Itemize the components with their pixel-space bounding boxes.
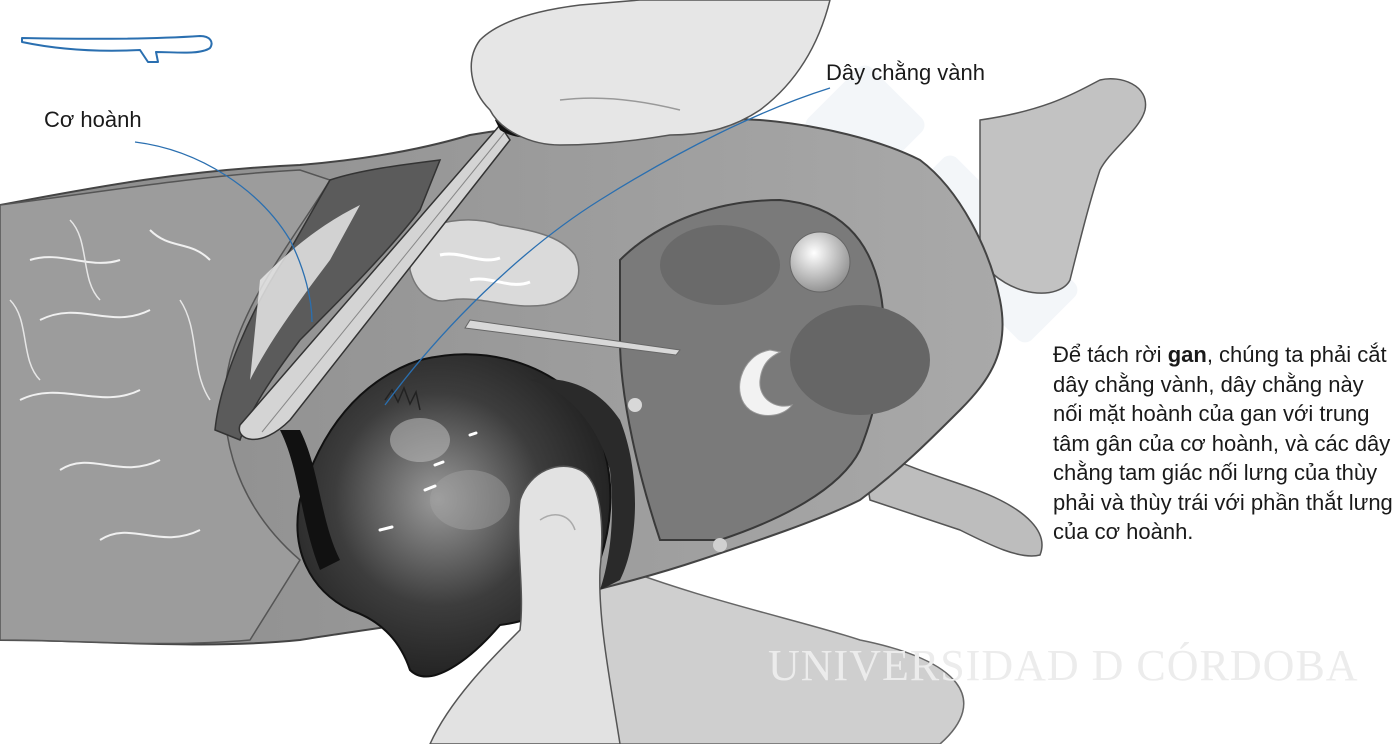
abdominal-organs <box>619 198 930 552</box>
gloved-hands <box>429 0 831 744</box>
description-part2: , chúng ta phải cắt dây chằng vành, dây … <box>1053 342 1393 544</box>
label-diaphragm: Cơ hoành <box>44 107 142 132</box>
body-cavity-opening <box>280 430 340 570</box>
hind-limbs <box>559 78 1147 744</box>
description-part1: Để tách rời <box>1053 342 1168 367</box>
intestines <box>409 219 681 356</box>
ligament-leader-line <box>384 87 831 406</box>
diaphragm <box>214 159 442 441</box>
label-coronary-ligament: Dây chằng vành <box>826 60 985 85</box>
knife-icon <box>21 35 213 63</box>
description-bold-term: gan <box>1167 342 1207 367</box>
description-text: Để tách rời gan, chúng ta phải cắt dây c… <box>1053 340 1393 547</box>
diaphragm-leader-line <box>134 141 313 323</box>
watermark-text: UNIVERSIDAD D CÓRDOBA <box>768 641 1359 690</box>
